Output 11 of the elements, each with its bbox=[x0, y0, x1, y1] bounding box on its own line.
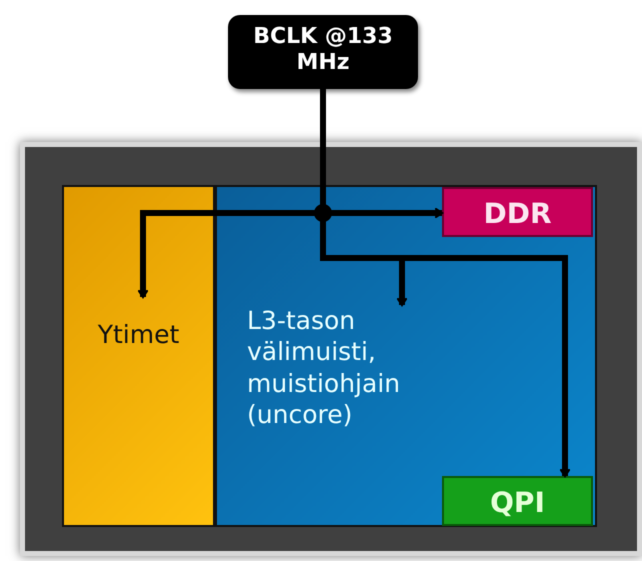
ddr-block bbox=[442, 187, 593, 237]
uncore-block bbox=[215, 185, 597, 527]
core-block bbox=[62, 185, 215, 527]
block-label: QPI bbox=[489, 486, 546, 519]
block-label: L3-tason välimuisti, muistiohjain (uncore) bbox=[247, 305, 467, 430]
block-label: DDR bbox=[482, 197, 553, 230]
qpi-block bbox=[442, 476, 593, 526]
block-label: Ytimet bbox=[96, 320, 180, 349]
clock-label: BCLK @133 MHz bbox=[252, 24, 394, 77]
clock-box bbox=[228, 15, 418, 89]
chip-package bbox=[20, 142, 642, 556]
